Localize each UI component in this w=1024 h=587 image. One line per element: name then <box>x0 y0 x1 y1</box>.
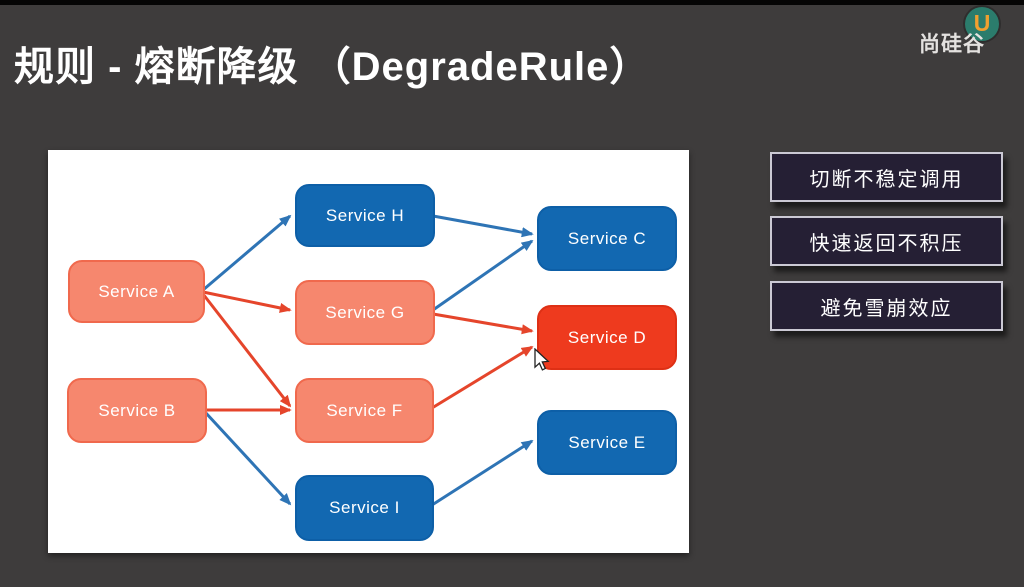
node-label: Service D <box>567 327 647 347</box>
node-label: Service A <box>98 281 175 301</box>
node-label: Service G <box>325 302 405 322</box>
node-service-g: Service G <box>295 280 435 345</box>
edge-a-to-g <box>202 290 292 313</box>
benefit-box-fast-return-no-backlog: 快速返回不积压 <box>770 216 1003 266</box>
node-label: Service F <box>326 400 403 420</box>
edge-i-to-e <box>431 439 534 507</box>
brand-logo: U 尚硅谷 <box>914 0 1024 60</box>
node-label: Service B <box>98 400 176 420</box>
edge-h-to-c <box>432 214 534 238</box>
logo-letter: U <box>973 9 991 36</box>
node-service-i: Service I <box>295 475 434 541</box>
node-service-h: Service H <box>295 184 435 247</box>
logo-u-icon: U <box>965 7 999 41</box>
edge-a-to-f <box>201 293 292 408</box>
node-label: Service E <box>568 432 646 452</box>
node-service-e: Service E <box>537 410 677 475</box>
node-service-d: Service D <box>537 305 677 370</box>
benefit-box-avoid-avalanche: 避免雪崩效应 <box>770 281 1003 331</box>
benefit-box-cut-unstable-calls: 切断不稳定调用 <box>770 152 1003 202</box>
node-service-a: Service A <box>68 260 205 323</box>
top-black-strip <box>0 0 1024 5</box>
mouse-cursor-icon <box>534 348 550 371</box>
brand-name: 尚硅谷 <box>919 33 985 56</box>
edge-g-to-c <box>432 239 534 312</box>
node-service-c: Service C <box>537 206 677 271</box>
node-service-b: Service B <box>67 378 207 443</box>
node-service-f: Service F <box>295 378 434 443</box>
page-title: 规则 - 熔断降级 （DegradeRule） <box>14 45 651 89</box>
node-label: Service H <box>325 205 405 225</box>
edge-g-to-d <box>432 312 534 335</box>
edge-f-to-d <box>431 345 534 410</box>
node-label: Service I <box>329 498 400 517</box>
diagram-edges-canvas <box>201 214 534 507</box>
diagram-panel: Service A Service B Service H Service G Serv… <box>48 150 689 553</box>
edge-a-to-h <box>202 214 292 292</box>
node-label: Service C <box>567 228 647 248</box>
edge-b-to-i <box>203 410 292 506</box>
